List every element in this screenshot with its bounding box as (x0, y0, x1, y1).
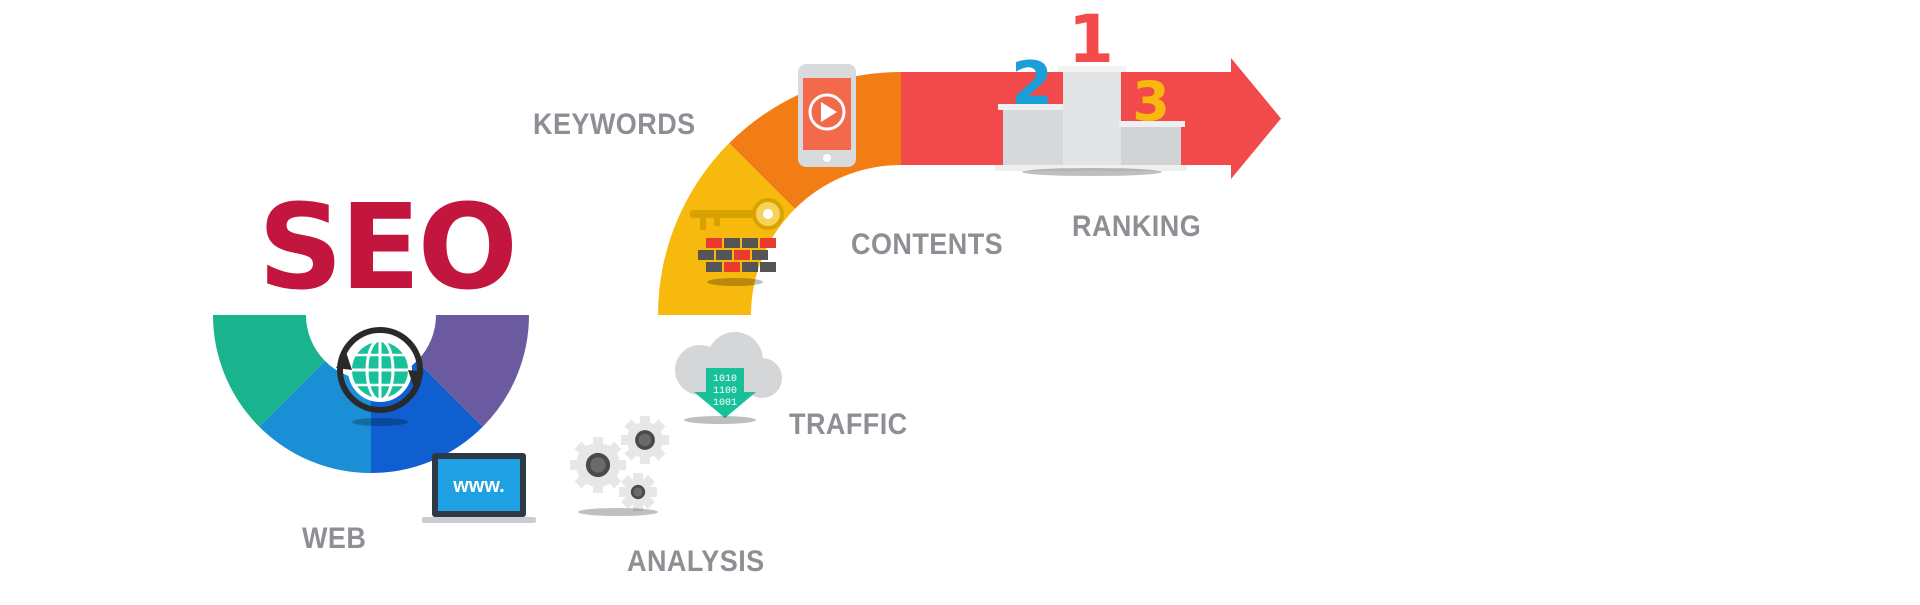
key-icon (690, 198, 784, 272)
segment-keywords (658, 143, 795, 315)
laptop-screen-text: www. (452, 475, 504, 497)
podium-place-3: 3 (1132, 70, 1170, 133)
icon-shadow (684, 416, 756, 424)
label-analysis: ANALYSIS (627, 545, 765, 578)
icon-shadow (578, 508, 658, 516)
binary-text: 1010 (713, 374, 737, 385)
binary-text: 1100 (713, 386, 737, 397)
laptop-icon: www. (422, 453, 536, 523)
icon-shadow (707, 278, 763, 286)
label-contents: CONTENTS (851, 228, 1004, 261)
binary-text: 1001 (713, 398, 737, 409)
icon-shadow (352, 418, 408, 426)
gears-icon (570, 416, 669, 511)
globe-icon (336, 327, 424, 413)
icon-shadow (1022, 168, 1162, 176)
seo-title: SEO (258, 178, 518, 316)
segment-web (213, 315, 326, 427)
podium-place-2: 2 (1011, 49, 1053, 119)
smartphone-play-icon (798, 64, 856, 167)
label-keywords: KEYWORDS (533, 108, 696, 141)
label-ranking: RANKING (1072, 210, 1202, 243)
label-web: WEB (302, 522, 367, 555)
label-traffic: TRAFFIC (789, 408, 908, 441)
segment-traffic (416, 315, 529, 427)
podium-place-1: 1 (1068, 1, 1114, 78)
podium-icon: 12 3 (995, 1, 1187, 171)
